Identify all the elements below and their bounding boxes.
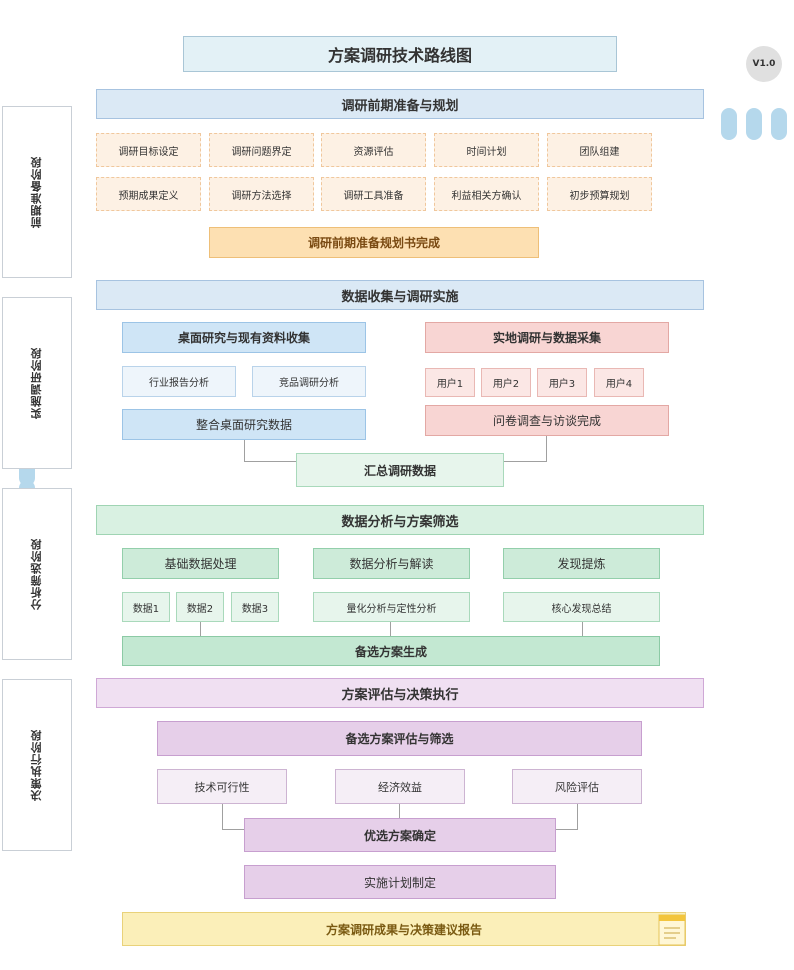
document-icon bbox=[658, 914, 686, 946]
desk-research-title: 桌面研究与现有资料收集 bbox=[122, 322, 366, 353]
analysis-col2-title: 数据分析与解读 bbox=[313, 548, 470, 579]
desk-research-item: 行业报告分析 bbox=[122, 366, 236, 397]
data-item: 数据1 bbox=[122, 592, 170, 622]
connector-line bbox=[244, 461, 296, 462]
prep-task: 团队组建 bbox=[547, 133, 652, 167]
field-research-result: 问卷调查与访谈完成 bbox=[425, 405, 669, 436]
connector-line bbox=[244, 440, 245, 462]
optimal-plan: 优选方案确定 bbox=[244, 818, 556, 852]
decorative-pill bbox=[721, 108, 737, 140]
criteria-item: 经济效益 bbox=[335, 769, 465, 804]
decorative-pill bbox=[771, 108, 787, 140]
user-sample: 用户3 bbox=[537, 368, 587, 397]
connector-line bbox=[222, 804, 223, 830]
connector-line bbox=[577, 804, 578, 830]
data-summary: 汇总调研数据 bbox=[296, 453, 504, 487]
phase4-header: 方案评估与决策执行 bbox=[96, 678, 704, 708]
phase2-header: 数据收集与调研实施 bbox=[96, 280, 704, 310]
phase3-header: 数据分析与方案筛选 bbox=[96, 505, 704, 535]
prep-task: 利益相关方确认 bbox=[434, 177, 539, 211]
connector-line bbox=[200, 622, 201, 636]
connector-line bbox=[582, 622, 583, 636]
criteria-item: 风险评估 bbox=[512, 769, 642, 804]
prep-task: 预期成果定义 bbox=[96, 177, 201, 211]
connector-line bbox=[556, 829, 578, 830]
connector-line bbox=[546, 436, 547, 462]
analysis-col3-title: 发现提炼 bbox=[503, 548, 660, 579]
finding-item: 核心发现总结 bbox=[503, 592, 660, 622]
prep-task: 调研问题界定 bbox=[209, 133, 314, 167]
desk-research-item: 竞品调研分析 bbox=[252, 366, 366, 397]
analysis-item: 量化分析与定性分析 bbox=[313, 592, 470, 622]
user-sample: 用户2 bbox=[481, 368, 531, 397]
final-report: 方案调研成果与决策建议报告 bbox=[122, 912, 686, 946]
connector-line bbox=[390, 622, 391, 636]
user-sample: 用户4 bbox=[594, 368, 644, 397]
connector-line bbox=[222, 829, 244, 830]
desk-research-result: 整合桌面研究数据 bbox=[122, 409, 366, 440]
prep-result: 调研前期准备规划书完成 bbox=[209, 227, 539, 258]
implementation-plan: 实施计划制定 bbox=[244, 865, 556, 899]
prep-task: 调研工具准备 bbox=[321, 177, 426, 211]
stage-label-analysis: 分析筛选阶段 bbox=[2, 488, 72, 660]
field-research-title: 实地调研与数据采集 bbox=[425, 322, 669, 353]
stage-label-preparation: 前期准备阶段 bbox=[2, 106, 72, 278]
criteria-item: 技术可行性 bbox=[157, 769, 287, 804]
phase1-header: 调研前期准备与规划 bbox=[96, 89, 704, 119]
connector-line bbox=[399, 804, 400, 818]
user-sample: 用户1 bbox=[425, 368, 475, 397]
data-item: 数据2 bbox=[176, 592, 224, 622]
analysis-col1-title: 基础数据处理 bbox=[122, 548, 279, 579]
candidate-generation: 备选方案生成 bbox=[122, 636, 660, 666]
prep-task: 调研目标设定 bbox=[96, 133, 201, 167]
stage-label-decision: 决策执行阶段 bbox=[2, 679, 72, 851]
candidate-evaluation: 备选方案评估与筛选 bbox=[157, 721, 642, 756]
prep-task: 调研方法选择 bbox=[209, 177, 314, 211]
connector-line bbox=[504, 461, 547, 462]
version-badge: V1.0 bbox=[746, 46, 782, 82]
page-title: 方案调研技术路线图 bbox=[183, 36, 617, 72]
prep-task: 资源评估 bbox=[321, 133, 426, 167]
prep-task: 初步预算规划 bbox=[547, 177, 652, 211]
data-item: 数据3 bbox=[231, 592, 279, 622]
decorative-pill bbox=[746, 108, 762, 140]
stage-label-survey: 实施调研阶段 bbox=[2, 297, 72, 469]
prep-task: 时间计划 bbox=[434, 133, 539, 167]
